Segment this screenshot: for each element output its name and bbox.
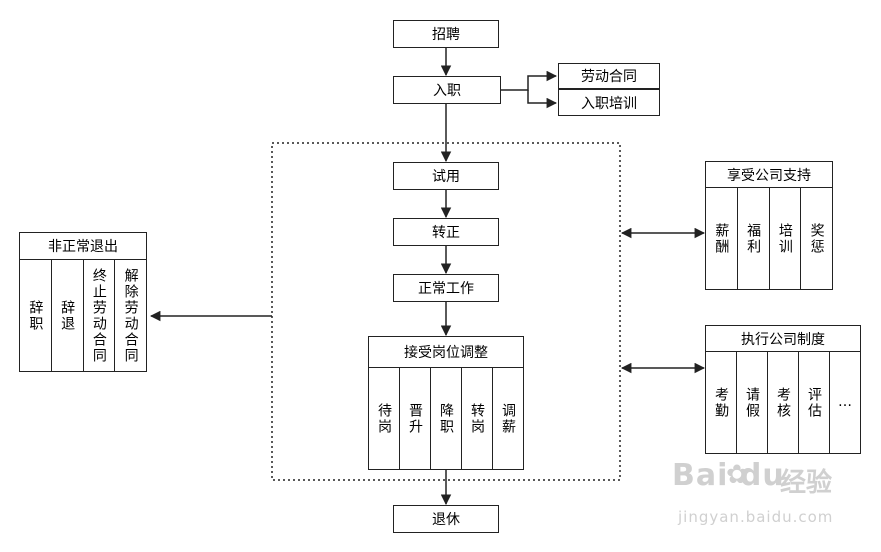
table-company-rules-title: 执行公司制度 bbox=[706, 326, 860, 352]
arrow-onboard-to-contract bbox=[501, 70, 558, 91]
node-probation-label: 试用 bbox=[432, 169, 460, 185]
node-contract: 劳动合同 bbox=[558, 63, 660, 89]
exit-col-rescind: 解除劳动合同 bbox=[114, 260, 146, 371]
node-normal-work: 正常工作 bbox=[393, 274, 499, 302]
table-company-rules: 执行公司制度 考勤 请假 考核 评估 … bbox=[705, 325, 861, 454]
rules-col-assessment: 考核 bbox=[767, 352, 798, 453]
exit-col-terminate: 终止劳动合同 bbox=[82, 260, 115, 371]
adjust-col-demotion: 降职 bbox=[430, 368, 461, 469]
table-abnormal-exit: 非正常退出 辞职 辞退 终止劳动合同 解除劳动合同 bbox=[19, 232, 147, 372]
node-training-label: 入职培训 bbox=[581, 95, 637, 112]
adjust-col-salary: 调薪 bbox=[492, 368, 523, 469]
node-probation: 试用 bbox=[393, 162, 499, 190]
table-position-adjust: 接受岗位调整 待岗 晋升 降职 转岗 调薪 bbox=[368, 336, 524, 470]
node-normal-work-label: 正常工作 bbox=[418, 281, 474, 297]
support-col-salary: 薪酬 bbox=[713, 222, 730, 255]
exit-col-resign: 辞职 bbox=[27, 299, 44, 332]
table-position-adjust-title: 接受岗位调整 bbox=[369, 337, 523, 368]
adjust-col-standby: 待岗 bbox=[376, 402, 392, 435]
table-company-support: 享受公司支持 薪酬 福利 培训 奖惩 bbox=[705, 161, 833, 290]
rules-col-leave: 请假 bbox=[736, 352, 767, 453]
node-onboard-label: 入职 bbox=[433, 83, 461, 99]
arrow-onboard-to-training bbox=[527, 90, 558, 109]
adjust-col-transfer: 转岗 bbox=[461, 368, 492, 469]
node-recruit: 招聘 bbox=[393, 20, 499, 48]
node-training: 入职培训 bbox=[558, 89, 660, 116]
support-col-welfare: 福利 bbox=[736, 188, 769, 289]
node-retire: 退休 bbox=[393, 505, 499, 533]
node-onboard: 入职 bbox=[393, 76, 501, 104]
node-regularize: 转正 bbox=[393, 218, 499, 246]
employment-period-region bbox=[271, 142, 621, 481]
node-regularize-label: 转正 bbox=[432, 225, 460, 241]
exit-col-dismiss: 辞退 bbox=[50, 260, 83, 371]
table-abnormal-exit-title: 非正常退出 bbox=[20, 233, 146, 260]
rules-col-more: … bbox=[829, 352, 860, 453]
node-retire-label: 退休 bbox=[432, 512, 460, 528]
support-col-reward: 奖惩 bbox=[800, 188, 832, 289]
node-contract-label: 劳动合同 bbox=[581, 69, 637, 85]
adjust-col-promotion: 晋升 bbox=[399, 368, 430, 469]
rules-col-evaluation: 评估 bbox=[798, 352, 829, 453]
rules-col-attendance: 考勤 bbox=[713, 386, 729, 419]
node-recruit-label: 招聘 bbox=[432, 27, 460, 43]
support-col-training: 培训 bbox=[768, 188, 801, 289]
table-company-support-title: 享受公司支持 bbox=[706, 162, 832, 188]
